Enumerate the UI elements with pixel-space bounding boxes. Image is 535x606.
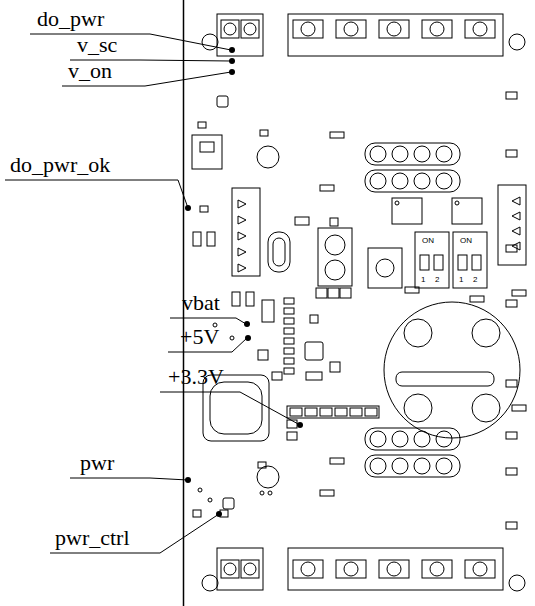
- signal-name: vbat: [182, 292, 220, 314]
- signal-name: do_pwr_ok: [10, 154, 110, 176]
- signal-name: v_on: [68, 60, 112, 82]
- signal-name: +3.3V: [168, 366, 224, 388]
- signal-name: pwr: [80, 452, 114, 474]
- signal-name: pwr_ctrl: [55, 527, 130, 549]
- signal-name: v_sc: [77, 34, 117, 56]
- switch-marking: ON: [422, 237, 434, 245]
- switch-marking: 1: [459, 276, 463, 284]
- switch-marking: 2: [435, 276, 439, 284]
- switch-marking: ON: [460, 237, 472, 245]
- signal-name: +5V: [180, 326, 219, 348]
- signal-name: do_pwr: [37, 8, 104, 30]
- switch-marking: 1: [421, 276, 425, 284]
- switch-marking: 2: [473, 276, 477, 284]
